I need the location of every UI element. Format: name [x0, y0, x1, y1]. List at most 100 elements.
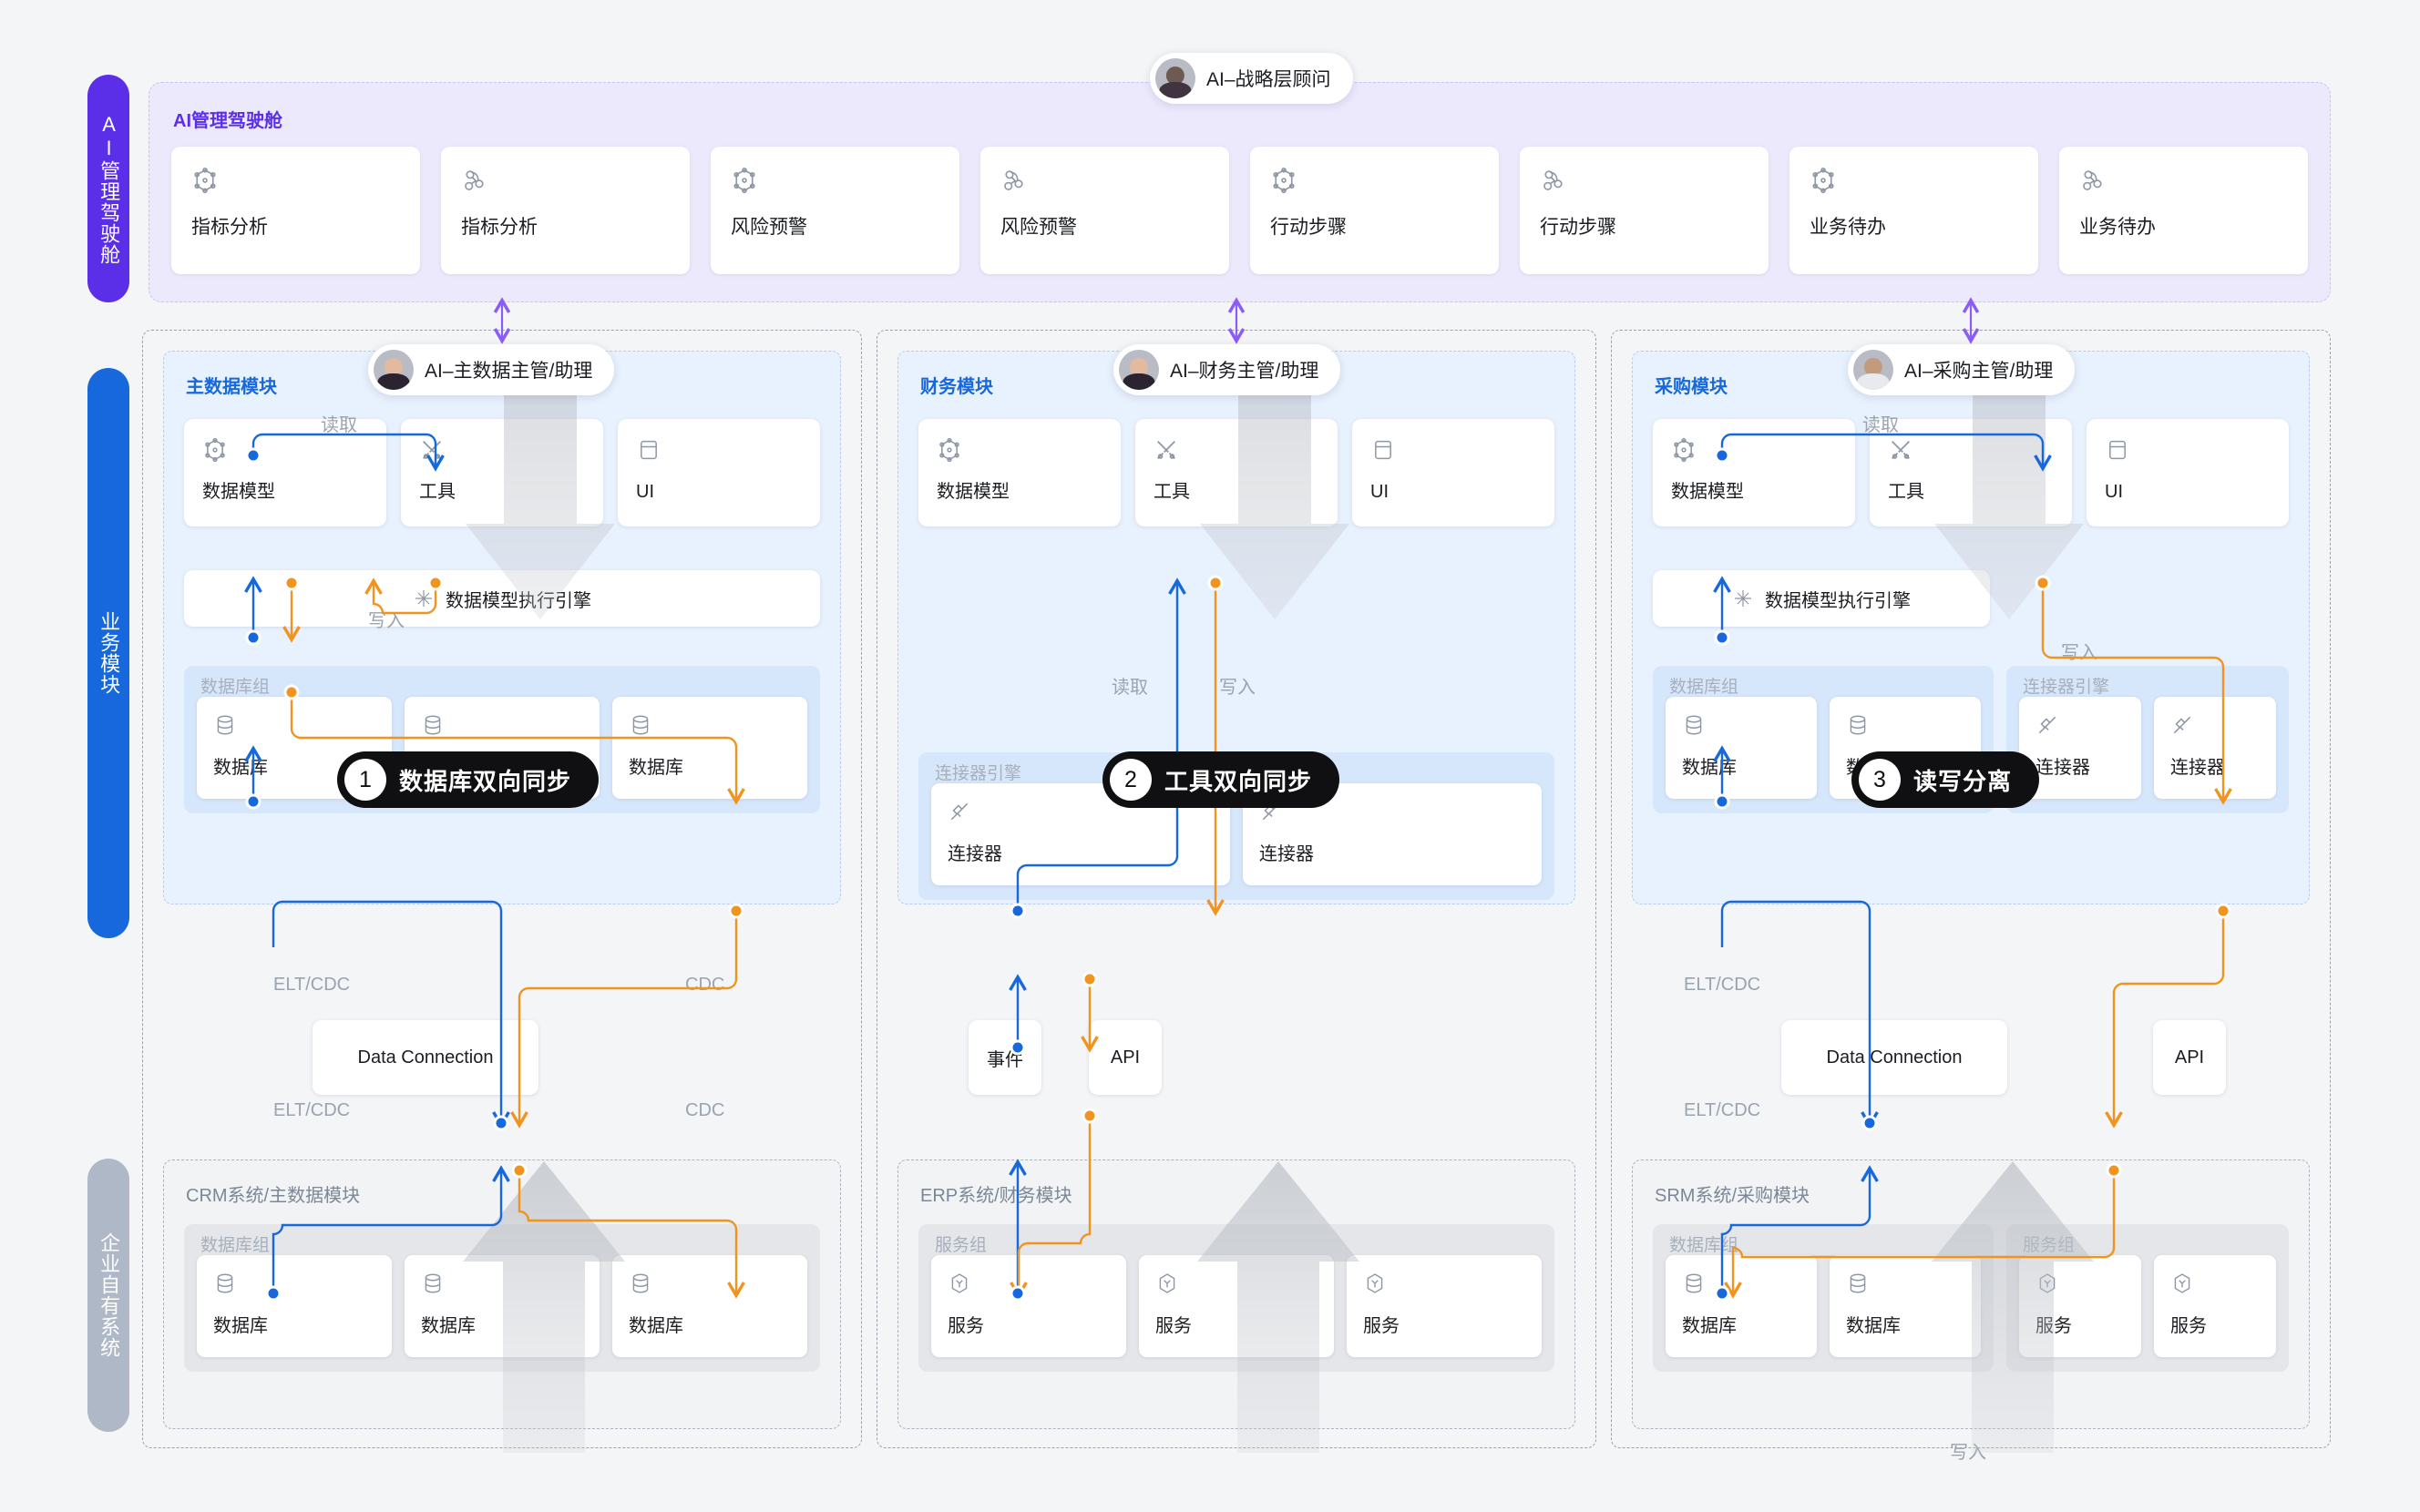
tile-data-model[interactable]: 数据模型 [1653, 419, 1855, 526]
webhook-icon [465, 170, 484, 190]
edge-label-write: 写入 [1950, 1443, 1986, 1463]
card-label: 数据库 [1846, 1316, 1901, 1336]
cockpit-card[interactable]: 业务待办 [1789, 147, 2038, 274]
data-model-engine[interactable]: 数据模型执行引擎 [1653, 570, 1990, 627]
tile-tools[interactable]: 工具 [1870, 419, 2072, 526]
tile-data-model[interactable]: 数据模型 [918, 419, 1121, 526]
connector-engine-group: 连接器引擎 连接器 连接器 [2006, 666, 2289, 813]
chip-label: AI–战略层顾问 [1206, 69, 1331, 90]
card-label: 服务 [2035, 1316, 2072, 1336]
card-database[interactable]: 数据库 [612, 697, 807, 799]
card-database[interactable]: 数据库 [405, 1255, 600, 1357]
service-icon [2039, 1273, 2056, 1293]
master-data-assistant-chip[interactable]: AI–主数据主管/助理 [368, 344, 615, 395]
card-database[interactable]: 数据库 [197, 1255, 392, 1357]
connector-icon [2173, 716, 2191, 734]
cockpit-card[interactable]: 业务待办 [2059, 147, 2308, 274]
edge-label-write: 写入 [368, 611, 405, 631]
man2-avatar [1853, 350, 1893, 390]
engine-icon [415, 590, 432, 607]
tile-tools[interactable]: 工具 [401, 419, 603, 526]
callout-badge-1: 1 数据库双向同步 [337, 751, 600, 808]
cube-network-icon [733, 167, 755, 194]
badge-text: 数据库双向同步 [399, 767, 572, 795]
ai-cockpit-panel: AI管理驾驶舱 指标分析 指标分析 风险预警 风险预警 行动步骤 行动步骤 业务… [149, 82, 2331, 302]
card-service[interactable]: 服务 [2154, 1255, 2276, 1357]
card-database[interactable]: 数据库 [1666, 1255, 1817, 1357]
module-title: 财务模块 [920, 377, 993, 397]
tile-ui[interactable]: UI [1352, 419, 1554, 526]
database-icon [217, 1273, 233, 1293]
card-label: 连接器 [2035, 758, 2090, 778]
strategy-advisor-chip[interactable]: AI–战略层顾问 [1150, 53, 1353, 104]
card-label: 连接器 [1259, 844, 1314, 864]
cube-network-icon [194, 167, 216, 194]
database-icon [425, 1273, 441, 1293]
badge-text: 工具双向同步 [1164, 767, 1313, 795]
cube-network-icon [1674, 437, 1694, 463]
group-title: 连接器引擎 [2023, 678, 2110, 697]
api-node[interactable]: API [1089, 1020, 1162, 1095]
cockpit-card[interactable]: 指标分析 [441, 147, 690, 274]
card-label: 连接器 [2170, 758, 2225, 778]
engine-icon [1735, 590, 1751, 607]
own-system-title: CRM系统/主数据模块 [186, 1186, 361, 1206]
database-icon [425, 715, 441, 735]
event-node[interactable]: 事件 [969, 1020, 1041, 1095]
card-database[interactable]: 数据库 [1666, 697, 1817, 799]
cockpit-card-label: 指标分析 [461, 217, 538, 238]
window-icon [1375, 440, 1391, 460]
connector-icon [2038, 716, 2056, 734]
card-connector[interactable]: 连接器 [2154, 697, 2276, 799]
data-model-engine[interactable]: 数据模型执行引擎 [184, 570, 820, 627]
tile-label: 工具 [1154, 482, 1190, 502]
group-card-row: 服务 服务 [2019, 1255, 2276, 1357]
cockpit-card[interactable]: 指标分析 [171, 147, 420, 274]
engine-label: 数据模型执行引擎 [1765, 590, 1911, 611]
tile-tools[interactable]: 工具 [1135, 419, 1338, 526]
database-icon [1850, 715, 1866, 735]
module-tile-row: 数据模型 工具 UI [1653, 419, 2289, 526]
cockpit-card-label: 行动步骤 [1270, 217, 1347, 238]
group-title: 数据库组 [1669, 678, 1739, 697]
tile-ui[interactable]: UI [618, 419, 820, 526]
card-label: 连接器 [948, 844, 1002, 864]
card-service[interactable]: 服务 [1139, 1255, 1334, 1357]
mid-node-label: API [2174, 1047, 2205, 1068]
data-connection-node[interactable]: Data Connection [313, 1020, 538, 1095]
engine-label: 数据模型执行引擎 [446, 590, 591, 611]
cockpit-card[interactable]: 行动步骤 [1520, 147, 1769, 274]
card-label: 数据库 [629, 758, 683, 778]
finance-assistant-chip[interactable]: AI–财务主管/助理 [1113, 344, 1341, 395]
rail-label: AI管理驾驶舱 [97, 112, 121, 265]
own-system-title: SRM系统/采购模块 [1655, 1186, 1810, 1206]
card-label: 数据库 [1682, 758, 1737, 778]
edge-label-read: 读取 [1862, 415, 1899, 435]
srm-system-panel: SRM系统/采购模块 数据库组 数据库 数据库 服务组 服务 [1632, 1160, 2310, 1429]
edge-label-elt-cdc: ELT/CDC [1684, 975, 1761, 995]
erp-system-panel: ERP系统/财务模块 服务组 服务 服务 服务 [897, 1160, 1575, 1429]
own-system-rail: 企业自有系统 [87, 1159, 129, 1432]
connector-icon [950, 802, 969, 821]
card-database[interactable]: 数据库 [1830, 1255, 1981, 1357]
card-service[interactable]: 服务 [1347, 1255, 1542, 1357]
database-icon [1686, 1273, 1702, 1293]
card-service[interactable]: 服务 [2019, 1255, 2141, 1357]
procurement-assistant-chip[interactable]: AI–采购主管/助理 [1848, 344, 2076, 395]
tile-ui[interactable]: UI [2087, 419, 2289, 526]
module-tile-row: 数据模型 工具 UI [918, 419, 1554, 526]
card-database[interactable]: 数据库 [612, 1255, 807, 1357]
tile-label: 数据模型 [1671, 482, 1744, 502]
tools-icon [1157, 441, 1175, 459]
module-tile-row: 数据模型 工具 UI [184, 419, 820, 526]
edge-label-cdc: CDC [685, 975, 725, 995]
chip-label: AI–采购主管/助理 [1904, 361, 2054, 382]
cockpit-card[interactable]: 风险预警 [711, 147, 959, 274]
module-title: 采购模块 [1655, 377, 1728, 397]
mid-node-label: 事件 [987, 1049, 1023, 1070]
data-connection-node[interactable]: Data Connection [1781, 1020, 2007, 1095]
card-service[interactable]: 服务 [931, 1255, 1126, 1357]
cockpit-card[interactable]: 行动步骤 [1250, 147, 1499, 274]
api-node[interactable]: API [2153, 1020, 2226, 1095]
cockpit-card[interactable]: 风险预警 [980, 147, 1229, 274]
